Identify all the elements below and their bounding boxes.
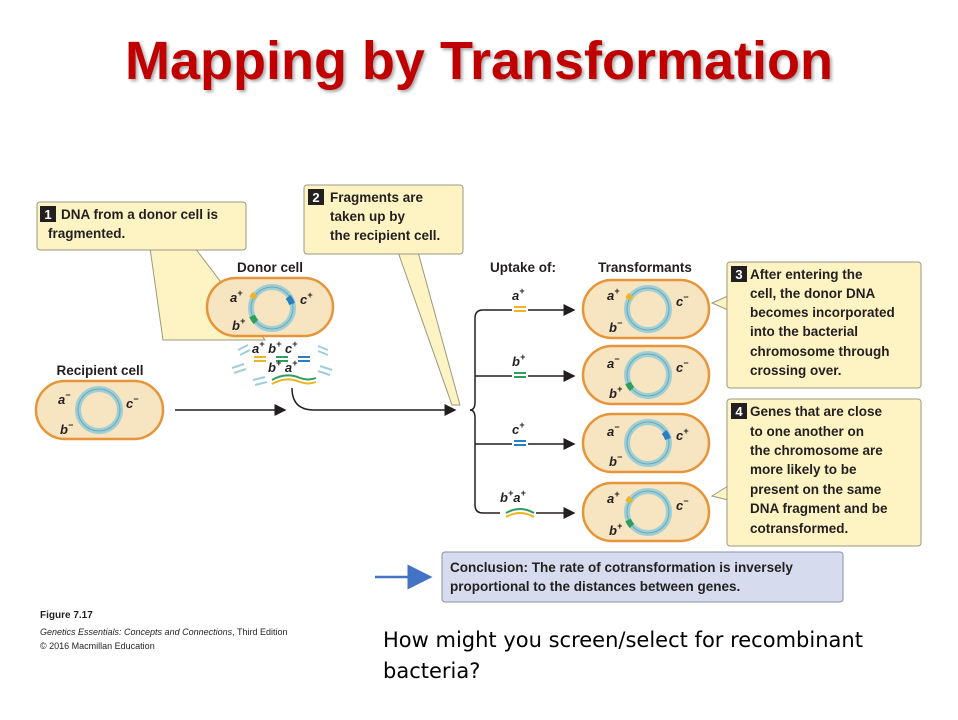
svg-text:c+: c+ xyxy=(512,420,525,437)
book-title: Genetics Essentials: Concepts and Connec… xyxy=(40,627,233,637)
conclusion-heading: Conclusion: xyxy=(450,560,528,575)
step-4-number-badge xyxy=(731,403,747,419)
step-4-line-6: DNA fragment and be xyxy=(750,501,888,516)
callout-2-pointer xyxy=(397,251,461,406)
callout-4-pointer xyxy=(710,485,729,501)
uptake-of-label: Uptake of: xyxy=(490,260,556,275)
step-2-callout: 2 Fragments are taken up by the recipien… xyxy=(303,184,464,406)
figure-number: Figure 7.17 xyxy=(40,610,93,621)
transformant-row-1: a+ a+ c− b− xyxy=(500,278,711,340)
step-3-line-1: After entering the xyxy=(750,267,863,282)
uptake-arrow xyxy=(291,387,457,416)
transformant-row-4: b+a+ a+ c− b+ xyxy=(500,481,711,543)
step-3-line-6: crossing over. xyxy=(750,363,842,378)
svg-text:b+: b+ xyxy=(512,352,526,369)
conclusion-line-1: The rate of cotransformation is inversel… xyxy=(532,560,794,575)
step-3-line-4: into the bacterial xyxy=(750,324,858,339)
step-3-line-3: becomes incorporated xyxy=(750,305,895,320)
donor-cell-label: Donor cell xyxy=(237,260,303,275)
step-3-line-2: cell, the donor DNA xyxy=(750,286,876,301)
svg-text:a+: a+ xyxy=(512,286,525,303)
figure-source: Genetics Essentials: Concepts and Connec… xyxy=(40,627,287,637)
step-1-line-1: DNA from a donor cell is xyxy=(61,207,218,222)
conclusion-box: Conclusion: The rate of cotransformation… xyxy=(441,551,844,603)
step-4-line-3: the chromosome are xyxy=(750,443,883,458)
branch-top xyxy=(469,309,500,411)
copyright: © 2016 Macmillan Education xyxy=(40,641,155,651)
step-3-callout: 3 After entering the cell, the donor DNA… xyxy=(710,261,922,389)
step-1-line-2: fragmented. xyxy=(48,226,125,241)
transformants-label: Transformants xyxy=(598,260,692,275)
recipient-cell: Recipient cell a− c− b− xyxy=(34,363,165,441)
conclusion-line-2: proportional to the distances between ge… xyxy=(450,579,740,594)
step-4-line-4: more likely to be xyxy=(750,462,857,477)
dna-fragments: a+ b+ c+ b+ a+ xyxy=(231,339,333,386)
step-1-number: 1 xyxy=(44,207,51,222)
step-4-line-7: cotransformed. xyxy=(750,521,848,536)
branch-bottom xyxy=(469,409,500,514)
step-3-number-badge xyxy=(731,266,747,282)
step-4-line-5: present on the same xyxy=(750,482,882,497)
step-4-line-1: Genes that are close xyxy=(750,404,883,419)
step-2-number-badge xyxy=(308,189,324,205)
question-text: How might you screen/select for recombin… xyxy=(383,628,863,683)
step-3-line-5: chromosome through xyxy=(750,344,890,359)
transformant-row-2: b+ a− c− b+ xyxy=(500,344,711,406)
svg-text:Conclusion: The rate of cotran: Conclusion: The rate of cotransformation… xyxy=(450,560,793,575)
svg-text:b+ a+: b+ a+ xyxy=(268,358,298,375)
step-4-line-2: to one another on xyxy=(750,424,864,439)
book-edition: , Third Edition xyxy=(232,627,288,637)
step-2-line-2: taken up by xyxy=(330,209,406,224)
callout-3-pointer xyxy=(710,295,729,311)
step-4-callout: 4 Genes that are close to one another on… xyxy=(710,398,922,547)
step-3-number: 3 xyxy=(735,267,742,282)
svg-text:a+ b+ c+: a+ b+ c+ xyxy=(252,339,298,356)
transformant-row-3: c+ a− c+ b− xyxy=(500,412,711,474)
recipient-cell-label: Recipient cell xyxy=(56,363,143,378)
step-2-line-3: the recipient cell. xyxy=(330,228,440,243)
step-4-number: 4 xyxy=(735,404,743,419)
step-1-number-badge xyxy=(40,206,56,222)
slide-title: Mapping by Transformation xyxy=(124,31,834,91)
svg-text:b+a+: b+a+ xyxy=(500,488,526,505)
step-2-number: 2 xyxy=(312,190,319,205)
step-2-line-1: Fragments are xyxy=(330,190,424,205)
donor-cell: Donor cell a+ c+ b+ xyxy=(205,260,335,338)
